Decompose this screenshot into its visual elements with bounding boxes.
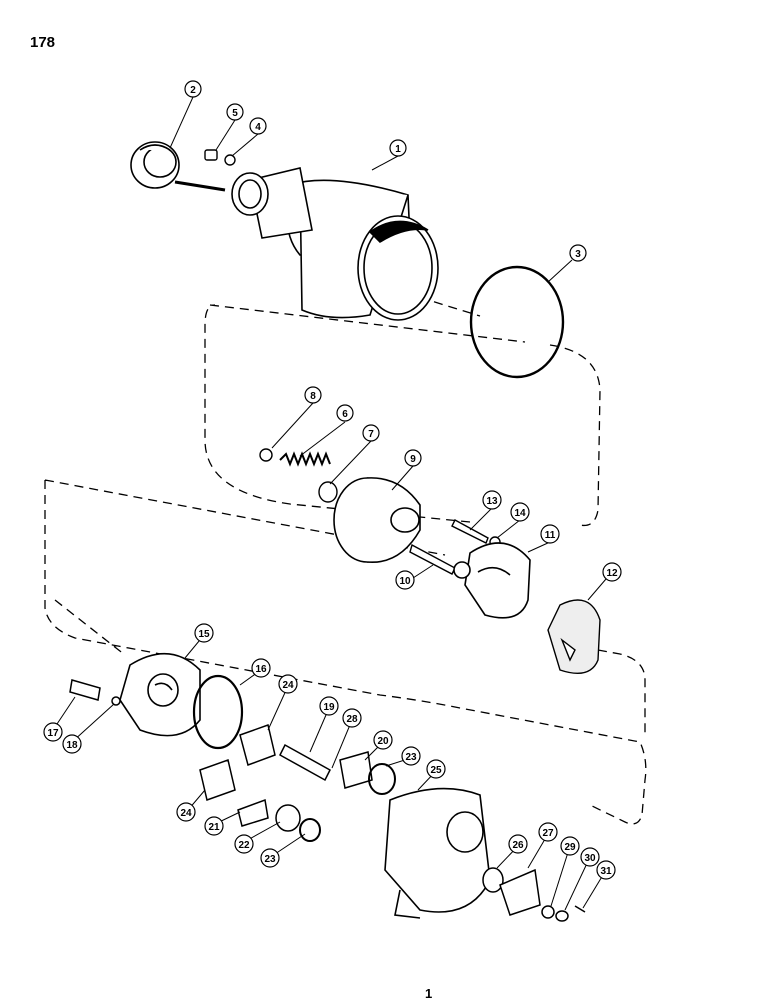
page-number: 178 [30, 34, 56, 51]
callout-label: 15 [198, 629, 210, 640]
gear-parts-26-31 [482, 867, 586, 922]
callout-part: 18 [62, 734, 82, 754]
callout-part: 12 [602, 562, 622, 582]
callout-label: 24 [180, 808, 192, 819]
callout-part: 24 [278, 674, 298, 694]
callout-label: 12 [606, 568, 618, 579]
callout-label: 24 [282, 680, 294, 691]
callout-part: 6 [336, 404, 354, 422]
housing-part-1 [174, 167, 439, 321]
callout-label: 28 [346, 714, 358, 725]
callout-part: 3 [569, 244, 587, 262]
callout-part: 11 [540, 524, 560, 544]
lower-dashed-outline [44, 479, 647, 825]
callout-label: 10 [399, 576, 411, 587]
callout-label: 9 [410, 454, 416, 465]
callout-part: 24 [176, 802, 196, 822]
callout-label: 30 [584, 853, 596, 864]
callout-label: 20 [377, 736, 389, 747]
callout-label: 6 [342, 409, 348, 420]
callout-part: 19 [319, 696, 339, 716]
plate-part-15 [119, 652, 201, 737]
callout-part: 1 [389, 139, 407, 157]
upper-dashed-outline [204, 304, 601, 527]
callout-label: 26 [512, 840, 524, 851]
cap-part-2 [130, 141, 180, 189]
piston-part-9 [333, 477, 421, 563]
callout-label: 11 [545, 530, 556, 541]
callout-part: 21 [204, 816, 224, 836]
nut-washer-parts-4-5 [204, 149, 236, 166]
spring-parts-6-7-8 [259, 448, 338, 503]
callout-part: 30 [580, 847, 600, 867]
callout-label: 31 [600, 866, 612, 877]
callout-part: 25 [426, 759, 446, 779]
callout-part: 9 [404, 449, 422, 467]
callout-label: 25 [430, 765, 442, 776]
callout-label: 16 [255, 664, 267, 675]
callout-label: 4 [255, 122, 261, 133]
footer-number: 1 [425, 986, 433, 1001]
callout-label: 1 [395, 144, 401, 155]
callout-part: 13 [482, 490, 502, 510]
callout-label: 22 [238, 840, 250, 851]
callout-part: 22 [234, 834, 254, 854]
callout-part: 23 [401, 746, 421, 766]
callout-part: 8 [304, 386, 322, 404]
callout-part: 29 [560, 836, 580, 856]
callout-part: 4 [249, 117, 267, 135]
callout-part: 26 [508, 834, 528, 854]
callout-label: 13 [486, 496, 498, 507]
callout-part: 31 [596, 860, 616, 880]
callout-label: 23 [405, 752, 417, 763]
callout-part: 16 [251, 658, 271, 678]
callout-label: 23 [264, 854, 276, 865]
callout-label: 7 [368, 429, 374, 440]
callout-part: 23 [260, 848, 280, 868]
fitting-parts-16-17-18 [69, 674, 244, 750]
callout-part: 17 [43, 722, 63, 742]
callout-part: 15 [194, 623, 214, 643]
callout-label: 8 [310, 391, 316, 402]
callout-label: 19 [323, 702, 335, 713]
callout-part: 14 [510, 502, 530, 522]
callout-label: 3 [575, 249, 581, 260]
callout-label: 5 [232, 108, 238, 119]
gasket-part-12 [547, 599, 601, 674]
pump-body-part-25 [384, 787, 491, 919]
callout-part: 7 [362, 424, 380, 442]
callout-label: 18 [66, 740, 78, 751]
callout-part: 28 [342, 708, 362, 728]
callout-label: 29 [564, 842, 576, 853]
gear-shaft-parts-19-24 [199, 724, 396, 842]
bolt-parts-10-13-14 [409, 519, 501, 575]
o-ring-part-3 [469, 265, 565, 379]
callout-label: 27 [542, 828, 554, 839]
callout-part: 2 [184, 80, 202, 98]
callout-label: 2 [190, 85, 196, 96]
cover-part-11 [453, 542, 531, 619]
callouts: 2 5 4 1 3 8 6 7 9 13 14 11 10 12 15 16 2… [43, 80, 622, 880]
callout-part: 27 [538, 822, 558, 842]
callout-part: 5 [226, 103, 244, 121]
callout-label: 17 [47, 728, 59, 739]
callout-label: 14 [514, 508, 526, 519]
callout-part: 20 [373, 730, 393, 750]
callout-part: 10 [395, 570, 415, 590]
callout-label: 21 [208, 822, 220, 833]
